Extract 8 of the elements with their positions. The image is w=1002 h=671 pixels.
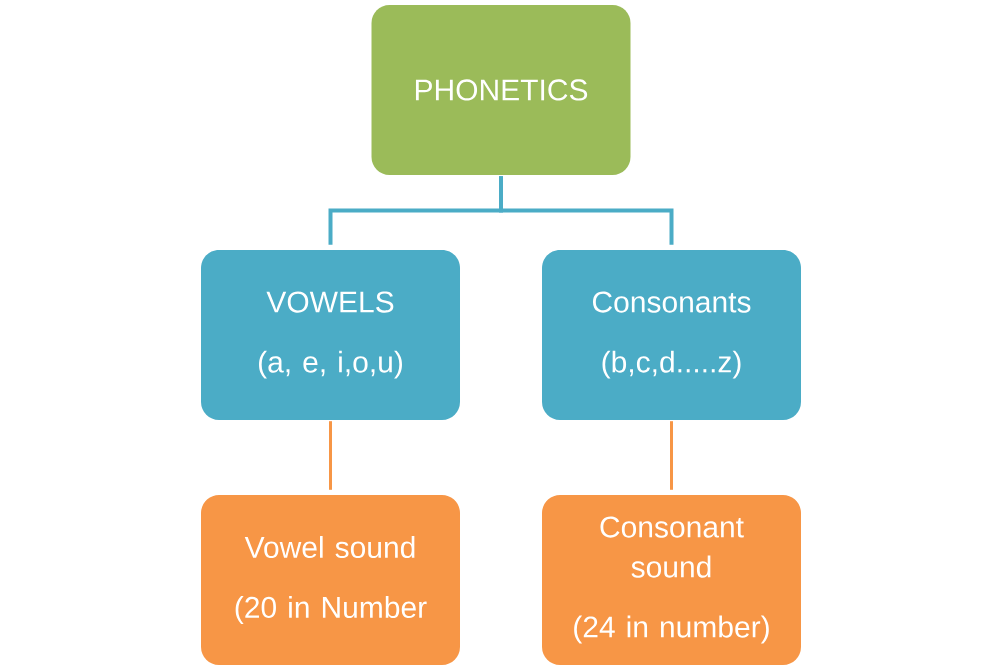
count-box: Consonant sound (24 in number): [542, 495, 801, 665]
connector-line: [329, 421, 332, 490]
connector-line: [670, 421, 673, 490]
connector-line: [499, 176, 674, 245]
topic-box: PHONETICS: [371, 5, 631, 175]
category-box: Consonants (b,c,d.....z): [542, 250, 801, 420]
category-box: VOWELS (a, e, i,o,u): [201, 250, 460, 420]
count-box: Vowel sound (20 in Number: [201, 495, 460, 665]
